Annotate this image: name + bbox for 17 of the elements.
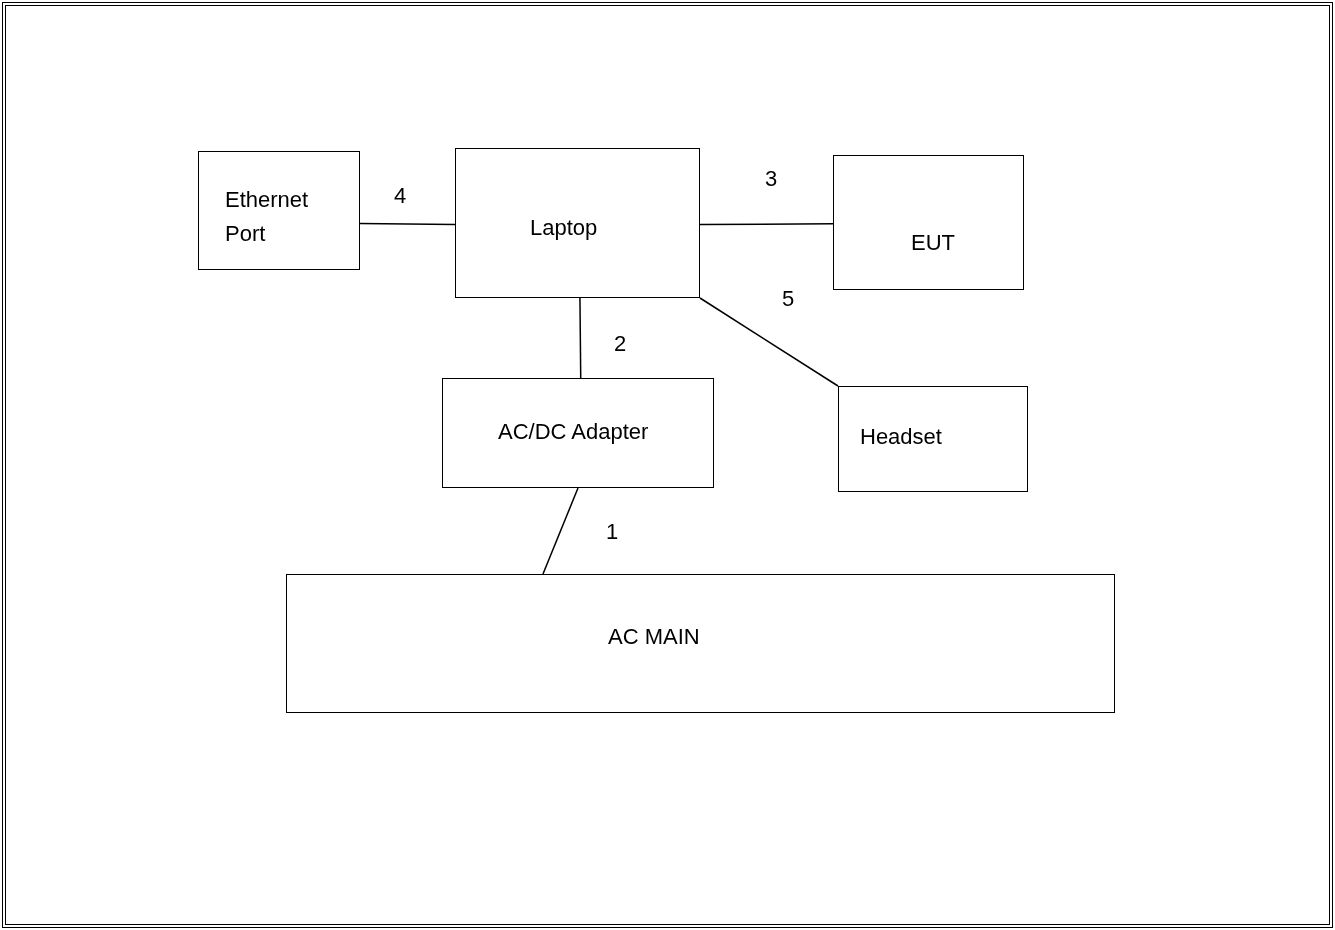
box-label: Ethernet Port bbox=[225, 186, 310, 248]
device-box bbox=[442, 378, 714, 488]
device-box bbox=[833, 155, 1024, 290]
device-box bbox=[455, 148, 700, 298]
connector-line bbox=[359, 222, 456, 226]
device-box bbox=[286, 574, 1115, 713]
box-label: Headset bbox=[860, 423, 942, 451]
connector-line bbox=[699, 297, 839, 387]
connector-line bbox=[699, 223, 834, 226]
connector-line bbox=[542, 487, 579, 575]
box-label: EUT bbox=[911, 229, 955, 257]
box-label: AC MAIN bbox=[608, 623, 700, 651]
box-label: AC/DC Adapter bbox=[498, 418, 649, 446]
device-box bbox=[198, 151, 360, 270]
device-box bbox=[838, 386, 1028, 492]
box-label: Laptop bbox=[530, 214, 598, 242]
connector-line bbox=[579, 297, 582, 379]
